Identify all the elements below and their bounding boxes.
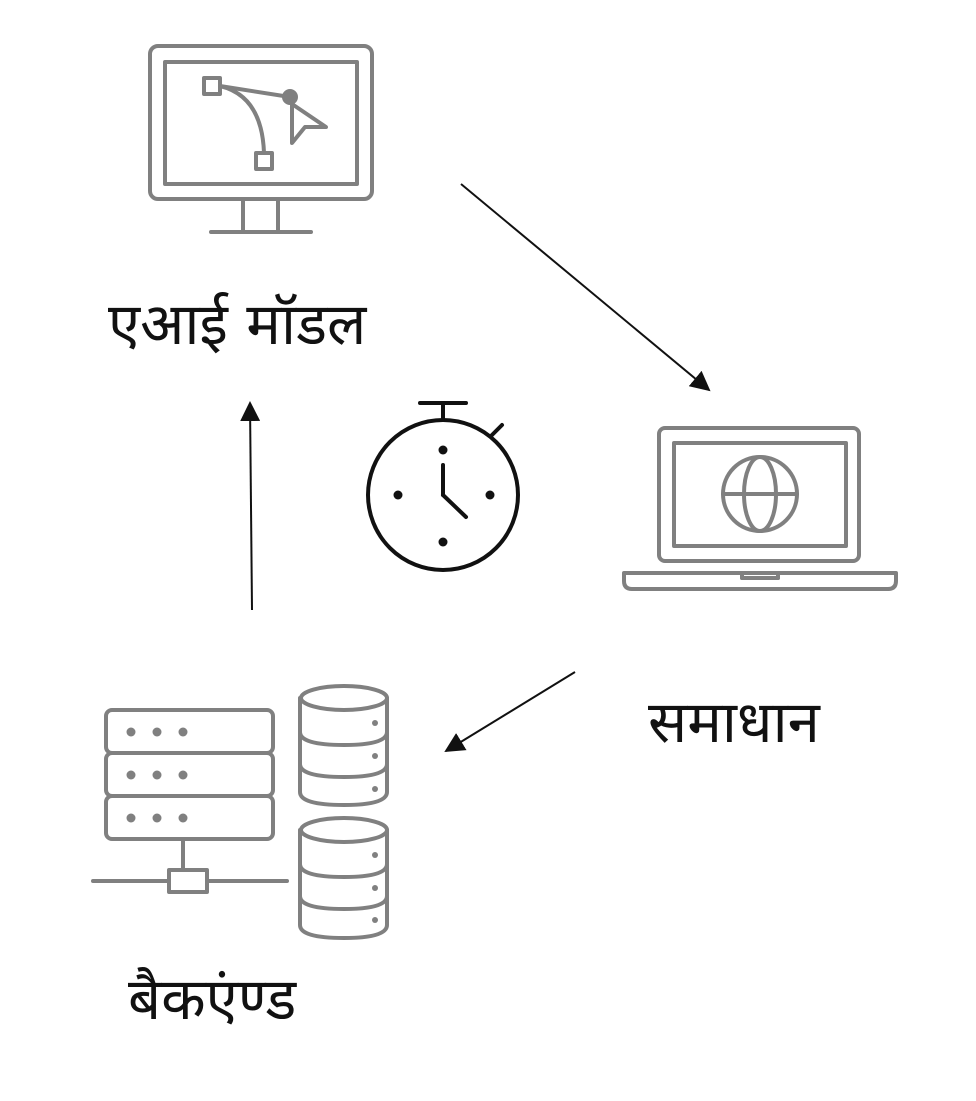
backend-label: बैकएंण्ड xyxy=(128,965,297,1033)
server-database-icon xyxy=(91,684,389,940)
monitor-bezier-pen-icon xyxy=(148,44,374,234)
arrow-backend-to-ai-model xyxy=(240,401,261,611)
stopwatch-dial-dots xyxy=(393,445,495,547)
laptop-globe-icon xyxy=(622,426,898,591)
stopwatch-icon xyxy=(366,401,520,572)
solution-label: समाधान xyxy=(648,688,820,756)
server-led-dots xyxy=(126,720,378,923)
ai-model-label: एआई मॉडल xyxy=(108,290,367,358)
arrow-solution-to-backend xyxy=(444,671,576,753)
arrow-ai-model-to-solution xyxy=(460,183,711,392)
